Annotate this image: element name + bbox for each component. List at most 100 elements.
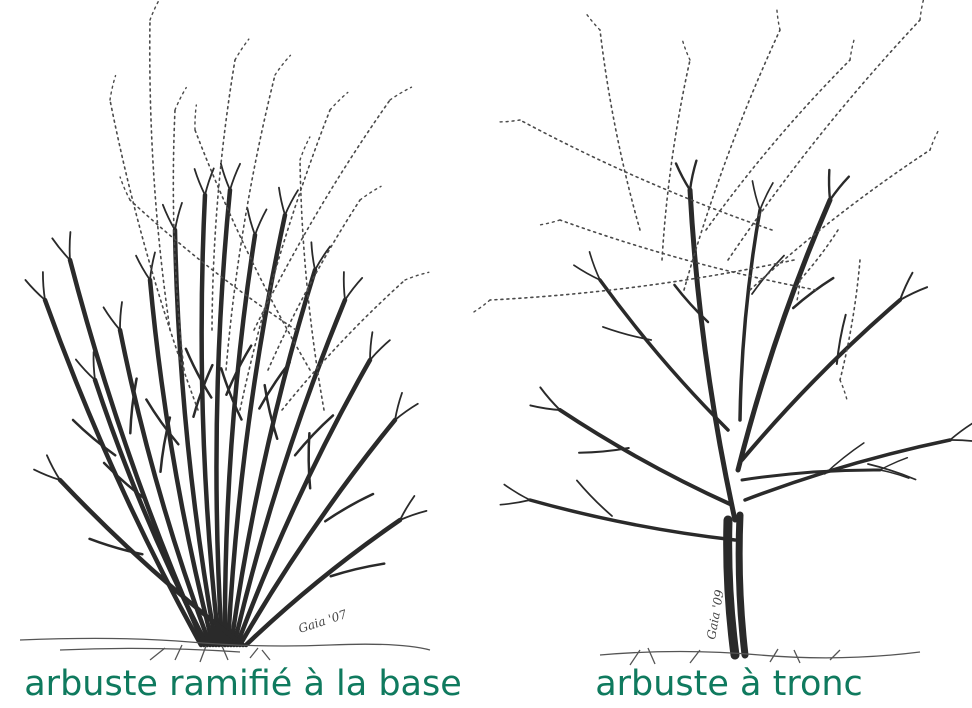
twig xyxy=(949,439,972,442)
stem xyxy=(222,232,258,648)
new-shoot-dotted xyxy=(267,199,361,371)
branchlet xyxy=(88,537,144,556)
ground-left xyxy=(19,637,431,663)
twig xyxy=(278,186,286,216)
limb xyxy=(743,438,952,502)
new-shoot-dotted xyxy=(299,136,311,161)
new-shoot-dotted xyxy=(389,86,413,101)
twig xyxy=(828,175,851,202)
branchlet xyxy=(71,418,117,457)
new-shoot-dotted xyxy=(776,7,781,31)
twig xyxy=(42,271,46,301)
limb xyxy=(740,298,902,462)
limb xyxy=(735,197,833,473)
new-shoot-dotted xyxy=(109,99,199,411)
trunk xyxy=(735,511,749,659)
twig xyxy=(399,495,416,521)
new-shoot-dotted xyxy=(274,54,292,76)
twig xyxy=(759,182,774,211)
new-shoot-dotted xyxy=(148,19,171,331)
new-shoot-dotted xyxy=(796,279,801,303)
twig xyxy=(588,251,601,281)
branchlet xyxy=(835,313,847,365)
twig xyxy=(499,499,531,506)
limb xyxy=(740,468,882,482)
twig xyxy=(879,456,909,471)
stem xyxy=(199,192,222,648)
twig xyxy=(949,422,972,441)
twig xyxy=(674,162,692,192)
new-shoot-dotted xyxy=(661,59,691,261)
twig xyxy=(51,237,71,261)
twig xyxy=(529,404,561,411)
twig xyxy=(539,386,561,411)
new-shoot-dotted xyxy=(299,159,325,411)
twig xyxy=(503,483,531,501)
stem xyxy=(231,297,348,648)
twig xyxy=(33,468,61,481)
branchlet xyxy=(576,479,613,517)
new-shoot-dotted xyxy=(497,119,521,123)
stem xyxy=(237,417,398,648)
branchlet xyxy=(324,492,375,523)
twig xyxy=(219,162,231,191)
trunk xyxy=(723,515,740,660)
stem xyxy=(57,477,246,648)
branchlet xyxy=(293,414,335,457)
stem xyxy=(228,267,318,648)
new-shoot-dotted xyxy=(839,379,848,402)
branchlet xyxy=(751,254,785,295)
twig xyxy=(399,509,428,521)
limb xyxy=(738,208,762,422)
twig xyxy=(310,241,316,271)
twig xyxy=(342,271,346,301)
stem xyxy=(243,517,403,648)
stem xyxy=(67,257,207,648)
twig xyxy=(899,271,914,301)
twig xyxy=(246,207,256,236)
twig xyxy=(204,167,215,196)
branchlet xyxy=(791,276,835,310)
twig xyxy=(193,168,206,196)
twig xyxy=(394,391,403,421)
twig xyxy=(102,306,121,331)
new-shoot-dotted xyxy=(683,29,781,291)
twig xyxy=(284,189,299,216)
new-shoot-dotted xyxy=(109,74,117,101)
new-shoot-dotted xyxy=(194,104,198,131)
new-shoot-dotted xyxy=(929,129,940,151)
new-shoot-dotted xyxy=(559,219,817,291)
twig xyxy=(879,469,910,479)
twig xyxy=(751,180,761,211)
twig xyxy=(161,203,176,231)
new-shoot-dotted xyxy=(253,99,391,331)
new-shoot-dotted xyxy=(471,299,491,314)
ground-right xyxy=(599,647,921,666)
stem xyxy=(172,227,219,648)
twig xyxy=(92,351,96,381)
new-shoot-dotted xyxy=(404,271,430,281)
stem xyxy=(225,212,288,648)
twig xyxy=(394,402,419,421)
twig xyxy=(369,331,374,361)
branchlet xyxy=(602,326,653,341)
limb xyxy=(528,498,737,542)
twig xyxy=(899,286,929,301)
new-shoot-dotted xyxy=(174,86,187,111)
twig xyxy=(119,301,123,331)
branchlet xyxy=(578,447,630,454)
twig xyxy=(369,339,391,361)
new-shoot-dotted xyxy=(239,109,331,411)
new-shoot-dotted xyxy=(194,129,311,371)
branchlet xyxy=(867,463,917,481)
branchlet xyxy=(102,461,147,501)
branchlet xyxy=(824,442,865,475)
twig xyxy=(68,231,72,261)
twig xyxy=(314,245,332,271)
branchlet xyxy=(220,367,243,421)
new-shoot-dotted xyxy=(211,59,236,331)
new-shoot-dotted xyxy=(329,91,349,111)
limb xyxy=(687,187,738,523)
stem xyxy=(92,377,210,648)
branchlet xyxy=(329,562,386,578)
